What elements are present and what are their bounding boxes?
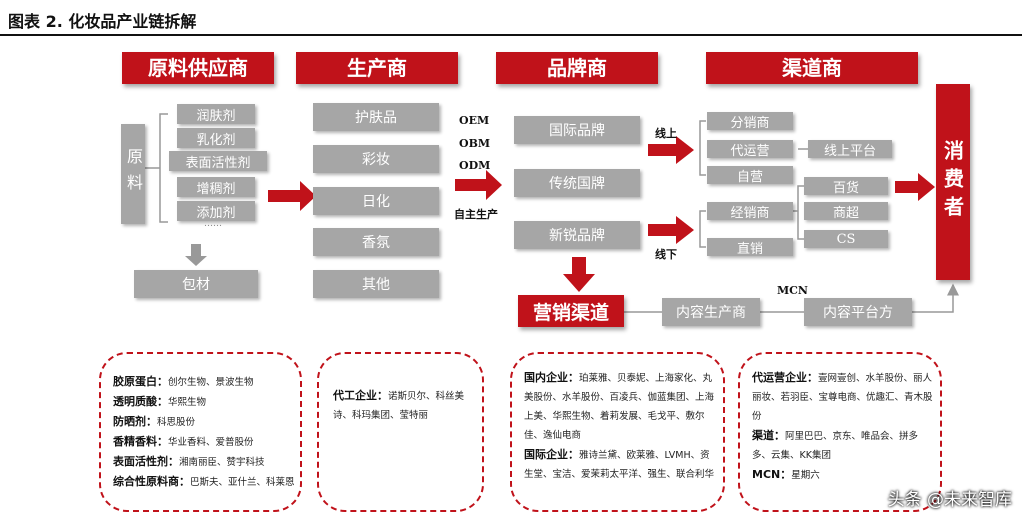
store-department: 百货 — [804, 177, 888, 196]
panel-brand-text: 国内企业：珀莱雅、贝泰妮、上海家化、丸美股份、水羊股份、百凌兵、伽蓝集团、上海上… — [524, 368, 716, 484]
raw-company-line: 香精香料：华业香料、爱普股份 — [113, 435, 254, 448]
raw-company-line: 综合性原料商：巴斯夫、亚什兰、科莱恩 — [113, 475, 295, 488]
brand-emerging: 新锐品牌 — [514, 221, 640, 249]
header-brands: 品牌商 — [496, 52, 658, 84]
mode-oem: OEM — [459, 114, 490, 127]
panel-channel-companies: 代运营企业：壹网壹创、水羊股份、丽人丽妆、若羽臣、宝尊电商、优趣汇、青木股份 渠… — [738, 352, 942, 512]
producer-makeup: 彩妆 — [313, 145, 439, 173]
brand-company-line: 国内企业：珀莱雅、贝泰妮、上海家化、丸美股份、水羊股份、百凌兵、伽蓝集团、上海上… — [524, 371, 715, 441]
raw-ellipsis: …… — [204, 219, 222, 229]
consumer-box: 消费者 — [936, 84, 970, 280]
brand-international: 国际品牌 — [514, 116, 640, 144]
watermark: 头条 @未来智库 — [887, 490, 1012, 510]
panel-raw-material-companies: 胶原蛋白：创尔生物、景波生物 透明质酸：华熙生物 防晒剂：科思股份 香精香料：华… — [99, 352, 302, 512]
packaging-box: 包材 — [134, 270, 258, 298]
channel-company-line: 代运营企业：壹网壹创、水羊股份、丽人丽妆、若羽臣、宝尊电商、优趣汇、青木股份 — [752, 371, 933, 422]
channel-company-line: MCN：星期六 — [752, 468, 820, 481]
content-platform-box: 内容平台方 — [804, 298, 912, 326]
mode-odm: ODM — [459, 159, 491, 172]
header-raw-suppliers: 原料供应商 — [122, 52, 274, 84]
raw-material-label: 原料 — [121, 124, 145, 224]
raw-company-line: 透明质酸：华熙生物 — [113, 395, 207, 408]
header-channels: 渠道商 — [706, 52, 918, 84]
panel-oem-companies: 代工企业：诺斯贝尔、科丝美诗、科玛集团、莹特丽 — [317, 352, 484, 512]
producer-skincare: 护肤品 — [313, 103, 439, 131]
raw-company-line: 防晒剂：科思股份 — [113, 415, 196, 428]
raw-company-line: 胶原蛋白：创尔生物、景波生物 — [113, 375, 254, 388]
brand-traditional-domestic: 传统国牌 — [514, 169, 640, 197]
channel-agency-operation: 代运营 — [707, 140, 793, 159]
offline-label: 线下 — [655, 248, 677, 261]
panel-brand-companies: 国内企业：珀莱雅、贝泰妮、上海家化、丸美股份、水羊股份、百凌兵、伽蓝集团、上海上… — [510, 352, 725, 512]
raw-item-emulsifier: 乳化剂 — [177, 128, 255, 148]
figure-title: 图表 2. 化妆品产业链拆解 — [8, 12, 197, 31]
mode-self-production: 自主生产 — [454, 208, 498, 221]
raw-item-surfactant: 表面活性剂 — [169, 151, 267, 171]
producer-others: 其他 — [313, 270, 439, 298]
channel-direct-sales: 直销 — [707, 238, 793, 257]
brand-company-line: 国际企业：雅诗兰黛、欧莱雅、LVMH、资生堂、宝洁、爱茉莉太平洋、强生、联合利华 — [524, 448, 715, 480]
raw-item-emollient: 润肤剂 — [177, 104, 255, 124]
channel-company-line: 渠道：阿里巴巴、京东、唯品会、拼多多、云集、KK集团 — [752, 429, 919, 461]
marketing-channel-box: 营销渠道 — [518, 295, 624, 327]
title-divider — [0, 34, 1022, 36]
channel-dealer: 经销商 — [707, 202, 793, 221]
online-label: 线上 — [655, 127, 677, 140]
raw-company-line: 表面活性剂：湘南丽臣、赞宇科技 — [113, 455, 265, 468]
header-producers: 生产商 — [296, 52, 458, 84]
store-supermarket: 商超 — [804, 202, 888, 221]
channel-distributor: 分销商 — [707, 112, 793, 131]
producer-daily-chemicals: 日化 — [313, 187, 439, 215]
content-producer-box: 内容生产商 — [662, 298, 760, 326]
panel-channel-text: 代运营企业：壹网壹创、水羊股份、丽人丽妆、若羽臣、宝尊电商、优趣汇、青木股份 渠… — [752, 368, 934, 485]
mode-obm: OBM — [459, 137, 491, 150]
channel-online-platform: 线上平台 — [808, 140, 892, 159]
mcn-label: MCN — [777, 284, 808, 297]
panel-raw-material-text: 胶原蛋白：创尔生物、景波生物 透明质酸：华熙生物 防晒剂：科思股份 香精香料：华… — [113, 372, 295, 492]
oem-company-line: 代工企业：诺斯贝尔、科丝美诗、科玛集团、莹特丽 — [333, 389, 465, 421]
raw-item-additive: 添加剂 — [177, 201, 255, 221]
store-cs: CS — [804, 230, 888, 248]
channel-self-operated: 自营 — [707, 166, 793, 185]
raw-item-thickener: 增稠剂 — [177, 177, 255, 197]
producer-fragrance: 香氛 — [313, 228, 439, 256]
